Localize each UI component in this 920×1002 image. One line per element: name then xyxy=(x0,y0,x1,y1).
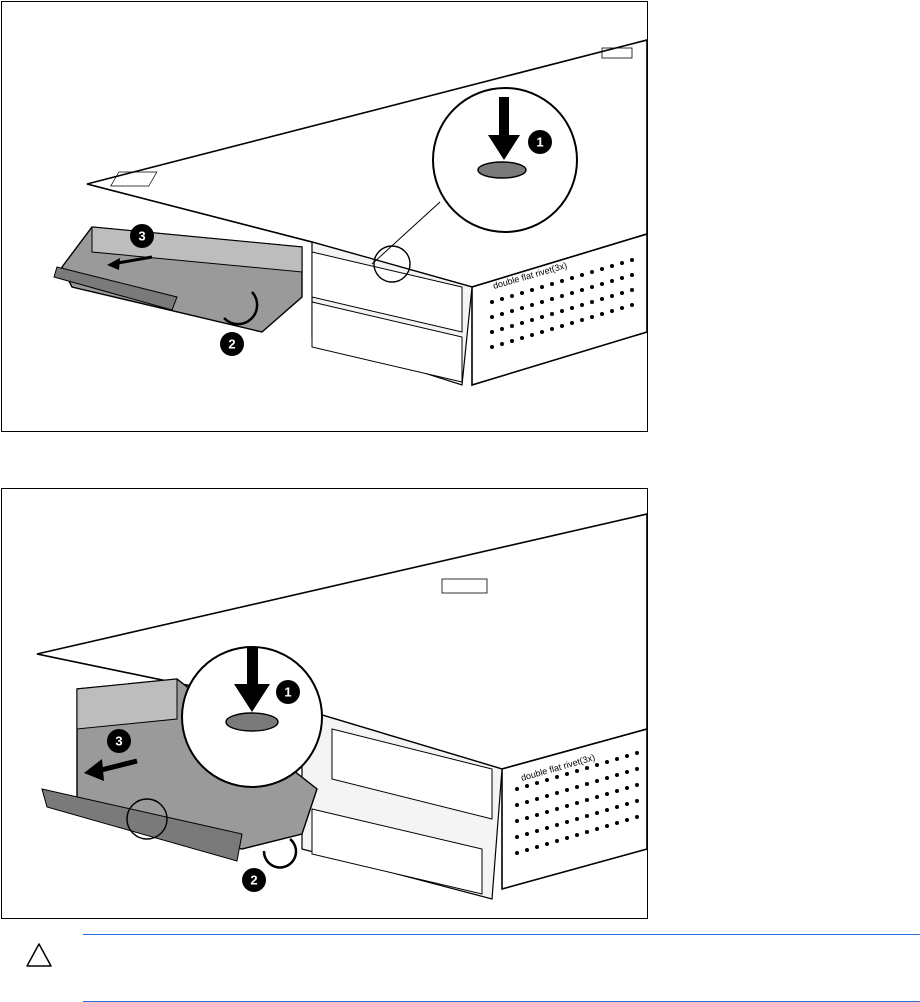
server-illustration-2: double flat rivet(3x) 1 2 xyxy=(2,489,647,918)
callout-3: 3 xyxy=(130,224,154,248)
svg-text:2: 2 xyxy=(228,337,235,352)
illustration-top: double flat rivet(3x) 1 2 xyxy=(1,1,648,432)
svg-text:2: 2 xyxy=(250,873,257,888)
svg-text:1: 1 xyxy=(284,685,291,700)
caution-triangle-icon xyxy=(26,943,52,967)
removed-node-tray xyxy=(54,227,302,332)
callout-2: 2 xyxy=(242,868,266,892)
svg-text:3: 3 xyxy=(138,229,145,244)
illustration-bottom: double flat rivet(3x) 1 2 xyxy=(1,488,648,919)
callout-1: 1 xyxy=(276,680,300,704)
caution-rule-top xyxy=(83,934,920,935)
svg-text:3: 3 xyxy=(115,734,122,749)
server-illustration-1: double flat rivet(3x) 1 2 xyxy=(2,2,647,431)
callout-2: 2 xyxy=(220,332,244,356)
release-button xyxy=(226,713,278,731)
svg-text:1: 1 xyxy=(536,135,543,150)
callout-1: 1 xyxy=(528,130,552,154)
callout-3: 3 xyxy=(107,729,131,753)
release-button xyxy=(478,162,526,178)
